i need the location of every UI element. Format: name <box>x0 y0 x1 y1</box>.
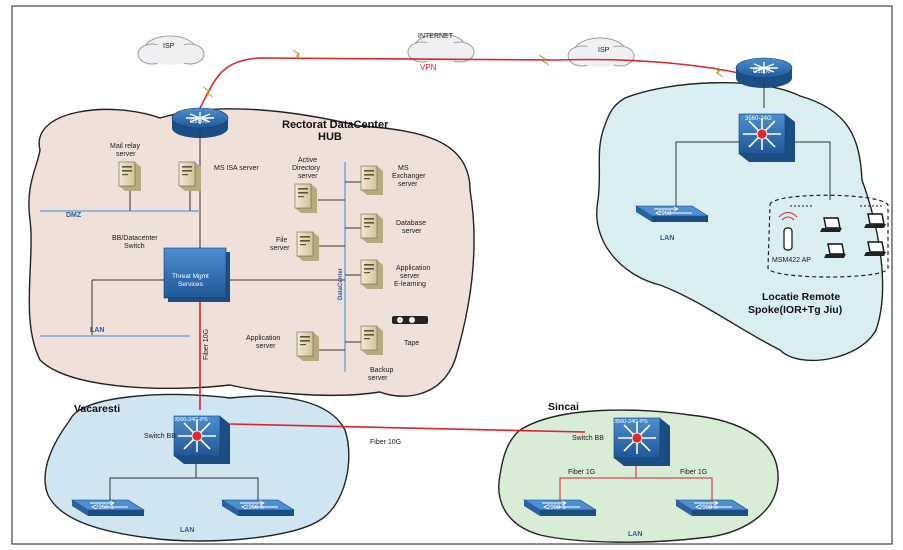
vacaresti-switch-icon <box>173 415 231 465</box>
exchange-label-2: Exchanger <box>392 173 426 180</box>
remote-region <box>596 82 884 362</box>
hub-lan-label: LAN <box>90 327 104 334</box>
sincai-switch-model: 3560-24G-PS <box>614 419 648 425</box>
vacaresti-lan-label: LAN <box>180 527 194 534</box>
hub-uplink-label: Fiber 10G <box>203 329 210 360</box>
exchange-label-3: server <box>398 181 418 188</box>
wireless-zone <box>767 194 889 278</box>
isa-server-label: MS ISA server <box>214 165 259 172</box>
vacaresti-title: Vacaresti <box>74 403 120 415</box>
vpn-label: VPN <box>420 63 437 72</box>
application-server-icon <box>296 331 320 362</box>
backup-server-icon <box>360 325 384 356</box>
elearning-label-1: Application <box>396 265 430 272</box>
mail-relay-server-icon <box>118 161 142 192</box>
tmg-label-2: Services <box>178 281 204 288</box>
sincai-fiber-right-label: Fiber 1G <box>680 469 707 476</box>
remote-title-2: Spoke(IOR+Tg Jiu) <box>748 304 842 316</box>
elearning-label-2: server <box>400 273 420 280</box>
hub-subtitle: HUB <box>318 131 342 143</box>
sincai-access-1-label: 2960-1 <box>547 505 566 511</box>
application-label-1: Application <box>246 335 280 342</box>
sincai-switch-icon <box>613 417 671 467</box>
exchange-label-1: MS <box>398 165 409 172</box>
tape-label: Tape <box>404 340 419 347</box>
hub-router-label: C2800 <box>190 119 208 125</box>
remote-lan-label: LAN <box>660 235 674 242</box>
isp-right-label: ISP <box>598 47 610 54</box>
vacaresti-sincai-link <box>229 423 586 433</box>
ad-label-2: Directory <box>292 165 321 172</box>
hub-region <box>28 108 475 397</box>
mail-relay-label-1: Mail relay <box>110 143 140 150</box>
hub-title: Rectorat DataCenter <box>282 119 389 131</box>
vacaresti-access-n-label: 2960-n <box>245 505 264 511</box>
vacaresti-switch-label: Switch BB <box>144 433 176 440</box>
file-server-icon <box>296 231 320 262</box>
ad-label-3: server <box>298 173 318 180</box>
tape-drive-icon <box>392 316 428 324</box>
sincai-lan-label: LAN <box>628 531 642 538</box>
sincai-switch-label: Switch BB <box>572 435 604 442</box>
wireless-ap-icon <box>778 212 798 251</box>
database-server-icon <box>360 213 384 244</box>
isp-left-label: ISP <box>163 43 175 50</box>
elearning-server-icon <box>360 259 384 290</box>
tmg-label-1: Threat Mgmt <box>172 273 209 280</box>
exchange-server-icon <box>360 165 384 196</box>
isp-cloud-left-icon <box>137 35 205 66</box>
vpn-link <box>199 57 761 109</box>
file-label-1: File <box>276 237 287 244</box>
vac-sincai-link-label: Fiber 10G <box>370 439 401 446</box>
ap-label: MSM422 AP <box>772 257 811 264</box>
hub-switch-label-2: Switch <box>124 243 145 250</box>
database-label-1: Database <box>396 220 426 227</box>
internet-label: INTERNET <box>418 33 454 40</box>
application-label-2: server <box>256 343 276 350</box>
backup-label-2: server <box>368 375 388 382</box>
datacenter-label: DataCenter <box>338 267 344 300</box>
database-label-2: server <box>402 228 422 235</box>
lightning-bolt-icon <box>202 86 214 98</box>
ad-label-1: Active <box>298 157 317 164</box>
hub-switch-label-1: BB/Datacenter <box>112 235 158 242</box>
isa-server-icon <box>178 161 202 192</box>
active-directory-server-icon <box>294 183 318 214</box>
sincai-fiber-left-label: Fiber 1G <box>568 469 595 476</box>
sincai-access-n-label: 2960-n <box>699 505 718 511</box>
diagram-frame <box>11 5 893 545</box>
remote-title-1: Locatie Remote <box>762 291 840 303</box>
vacaresti-switch-model: 3560-24G-PS <box>174 417 208 423</box>
sincai-title: Sincai <box>548 401 579 413</box>
vacaresti-access-1-label: 2960-1 <box>95 505 114 511</box>
remote-access-switch-label: 2960 <box>658 211 672 217</box>
elearning-label-3: E-learning <box>394 281 426 288</box>
remote-switch-label: 3560-24G <box>745 116 772 122</box>
dmz-label: DMZ <box>66 212 82 219</box>
remote-router-label: C1800 <box>753 69 771 75</box>
mail-relay-label-2: server <box>116 151 136 158</box>
backup-label-1: Backup <box>370 367 393 374</box>
file-label-2: server <box>270 245 290 252</box>
